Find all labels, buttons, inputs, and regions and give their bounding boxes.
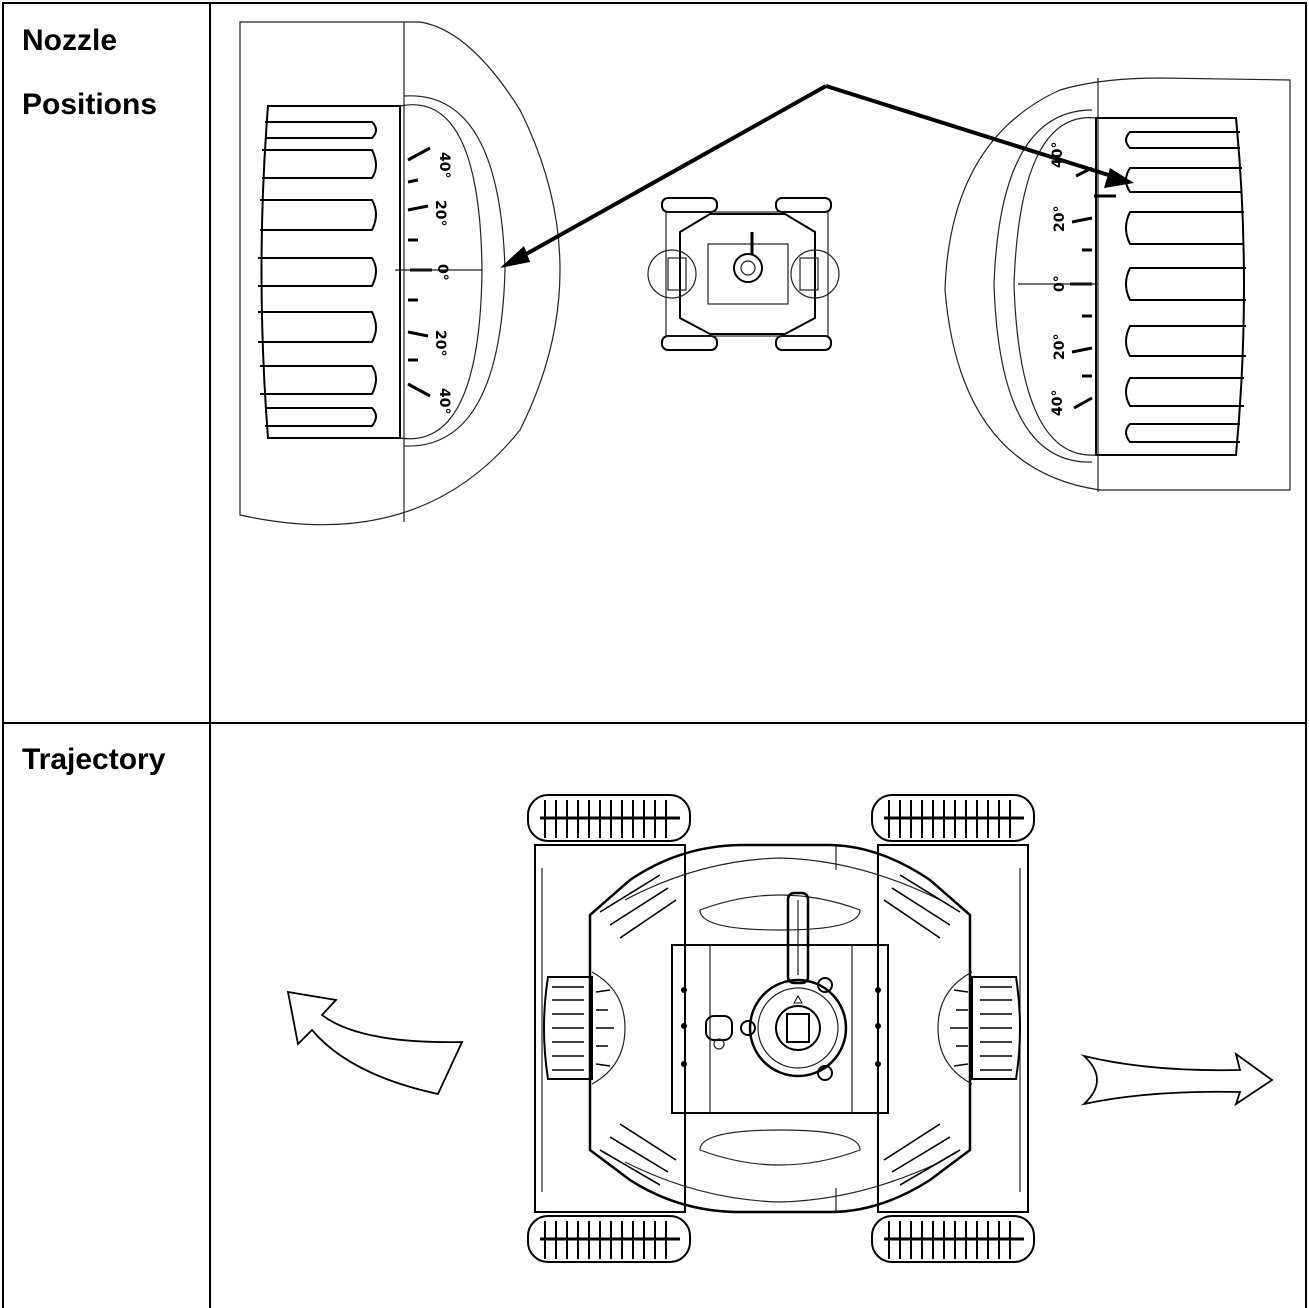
- left-dial-tick-top-20: 20°: [432, 200, 448, 226]
- row2-label: Trajectory: [22, 743, 166, 776]
- row1-label-line2: Positions: [22, 88, 158, 121]
- row1-label-line1: Nozzle: [22, 24, 118, 57]
- large-robot-right-nozzle: [937, 971, 1021, 1085]
- right-dial-tick-top-40: 40°: [1050, 142, 1066, 168]
- large-robot-left-nozzle: [543, 971, 626, 1085]
- curved-left-arrow-icon: [286, 990, 464, 1096]
- right-dial-tick-top-20: 20°: [1052, 206, 1068, 232]
- right-nozzle-dial-illustration: 40° 20° 0° 20° 40°: [944, 77, 1291, 492]
- left-dial-tick-top-40: 40°: [436, 152, 452, 178]
- left-dial-tick-bottom-20: 20°: [432, 330, 448, 356]
- pointer-arrows: [500, 84, 1134, 268]
- robot-wheels: [527, 794, 1035, 1263]
- small-robot-top-view: [647, 197, 840, 351]
- left-nozzle-dial-illustration: 40° 20° 0° 20° 40°: [239, 21, 561, 526]
- right-dial-tick-0: 0°: [1052, 275, 1068, 292]
- right-dial-tick-bottom-40: 40°: [1050, 390, 1066, 416]
- right-dial-tick-bottom-20: 20°: [1052, 334, 1068, 360]
- left-dial-tick-0: 0°: [434, 264, 450, 281]
- left-dial-tick-bottom-40: 40°: [436, 388, 452, 414]
- right-arrow-icon: [1080, 1051, 1274, 1107]
- large-robot-top-view: [527, 794, 1035, 1263]
